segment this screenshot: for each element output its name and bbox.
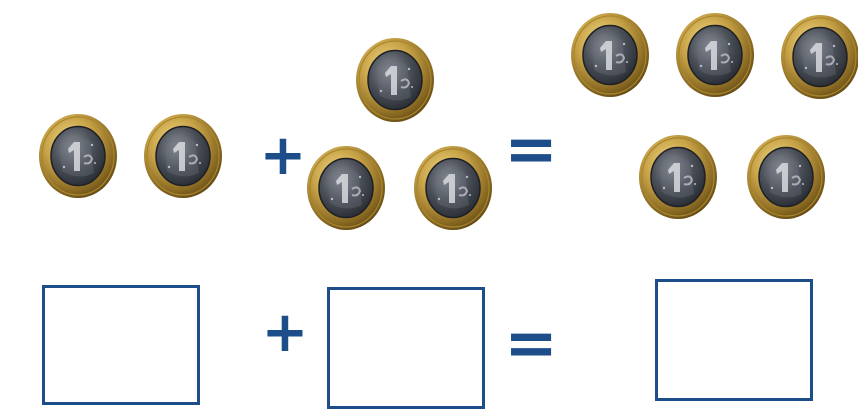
answer-box-second-addend[interactable] xyxy=(327,287,485,409)
one-euro-coin-icon xyxy=(780,14,858,100)
plus-symbol: + xyxy=(259,123,307,188)
one-euro-coin-icon xyxy=(413,145,493,231)
one-euro-coin-icon xyxy=(675,12,755,98)
equals-symbol: = xyxy=(504,113,558,187)
equals-symbol: = xyxy=(504,307,558,381)
answer-box-sum[interactable] xyxy=(655,279,813,401)
answer-box-first-addend[interactable] xyxy=(42,285,200,405)
one-euro-coin-icon xyxy=(38,113,118,199)
one-euro-coin-icon xyxy=(143,113,223,199)
one-euro-coin-icon xyxy=(306,145,386,231)
one-euro-coin-icon xyxy=(638,134,718,220)
one-euro-coin-icon xyxy=(355,37,435,123)
plus-symbol: + xyxy=(261,300,309,365)
one-euro-coin-icon xyxy=(746,134,826,220)
one-euro-coin-icon xyxy=(570,12,650,98)
